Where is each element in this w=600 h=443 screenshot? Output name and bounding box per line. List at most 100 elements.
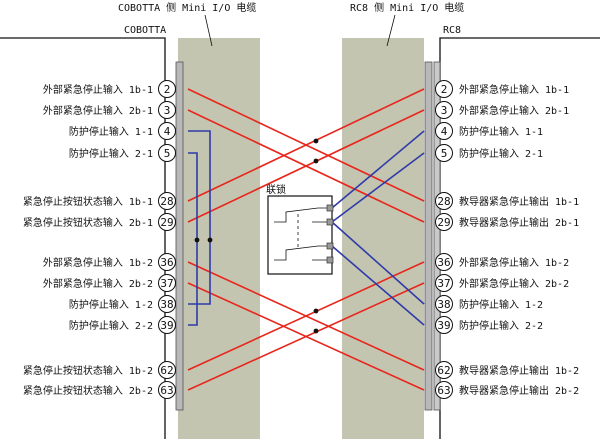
left-pin-number: 5 (164, 147, 171, 160)
right-pin-label: 外部紧急停止输入 1b-1 (459, 83, 569, 96)
left-pin-label: 紧急停止按钮状态输入 2b-2 (23, 384, 153, 397)
blue-wire-right-39 (331, 245, 425, 326)
junction-dot (313, 308, 319, 314)
left-pin-63 (158, 381, 176, 399)
cobotta-device-label: COBOTTA (124, 25, 166, 36)
rc8-cable-band (342, 38, 424, 439)
right-pin-label: 教导器紧急停止输出 2b-1 (459, 216, 579, 229)
right-pin-number: 29 (437, 216, 450, 229)
left-pin-label: 外部紧急停止输入 1b-1 (43, 83, 153, 96)
right-pin-label: 防护停止输入 1-2 (459, 298, 543, 311)
interlock-terminal (326, 204, 334, 212)
rc8-device-label: RC8 (443, 25, 461, 36)
right-pin-label: 外部紧急停止输入 1b-2 (459, 256, 569, 269)
left-pin-number: 28 (160, 195, 173, 208)
right-pin-number: 39 (437, 319, 450, 332)
left-pin-number: 3 (164, 104, 171, 117)
interlock-terminal (326, 256, 334, 264)
red-wire-29-3 (187, 109, 425, 223)
interlock-terminal (326, 242, 334, 250)
blue-wire-right-5 (331, 152, 425, 223)
right-pin-number: 36 (437, 256, 450, 269)
left-pin-number: 38 (160, 298, 173, 311)
right-pin-number: 63 (437, 384, 450, 397)
left-pin-5 (158, 144, 176, 162)
left-pin-38 (158, 295, 176, 313)
wires (187, 88, 425, 391)
right-pin-62 (435, 361, 453, 379)
left-pin-label: 防护停止输入 1-2 (69, 298, 153, 311)
cobotta-cable-leader (204, 14, 213, 47)
cobotta-device-box (0, 37, 166, 439)
right-pin-label: 教导器紧急停止输出 1b-2 (459, 364, 579, 377)
left-pin-label: 外部紧急停止输入 2b-1 (43, 104, 153, 117)
junction-dot (313, 328, 319, 334)
rc8-cable-title: RC8 侧 Mini I/O 电缆 (350, 1, 464, 14)
rc8-device-box (439, 37, 600, 439)
right-pin-label: 教导器紧急停止输出 1b-1 (459, 195, 579, 208)
rc8-connector-bar (424, 61, 433, 411)
junction-dot (313, 138, 319, 144)
left-pin-number: 63 (160, 384, 173, 397)
left-pin-number: 29 (160, 216, 173, 229)
left-pin-39 (158, 316, 176, 334)
right-pin-number: 3 (441, 104, 448, 117)
right-pin-number: 4 (441, 125, 448, 138)
right-pin-3 (435, 101, 453, 119)
left-pin-62 (158, 361, 176, 379)
right-pin-number: 62 (437, 364, 450, 377)
cobotta-cable-title: COBOTTA 侧 Mini I/O 电缆 (118, 1, 256, 14)
right-pin-36 (435, 253, 453, 271)
right-pin-28 (435, 192, 453, 210)
left-pin-label: 紧急停止按钮状态输入 1b-2 (23, 364, 153, 377)
right-pin-5 (435, 144, 453, 162)
right-pin-label: 防护停止输入 2-1 (459, 147, 543, 160)
right-pin-2 (435, 80, 453, 98)
left-pin-number: 37 (160, 277, 173, 290)
rc8-cable-leader (386, 14, 396, 47)
junction-dot (313, 158, 319, 164)
blue-wire-right-38 (331, 221, 425, 305)
left-pin-36 (158, 253, 176, 271)
rc8-connector-edge (433, 61, 441, 411)
left-pin-label: 外部紧急停止输入 2b-2 (43, 277, 153, 290)
right-pin-number: 2 (441, 83, 448, 96)
right-pin-number: 28 (437, 195, 450, 208)
left-pin-label: 防护停止输入 2-1 (69, 147, 153, 160)
left-pin-28 (158, 192, 176, 210)
left-pin-label: 紧急停止按钮状态输入 2b-1 (23, 216, 153, 229)
cobotta-connector-bar (175, 61, 184, 411)
right-pin-39 (435, 316, 453, 334)
cobotta-cable-band (178, 38, 260, 439)
left-pin-3 (158, 101, 176, 119)
left-pin-label: 防护停止输入 2-2 (69, 319, 153, 332)
blue-loop-left-outer (188, 130, 211, 305)
right-pin-37 (435, 274, 453, 292)
right-pin-number: 5 (441, 147, 448, 160)
left-pin-label: 防护停止输入 1-1 (69, 125, 153, 138)
left-pin-number: 36 (160, 256, 173, 269)
right-pin-4 (435, 122, 453, 140)
right-pin-63 (435, 381, 453, 399)
left-pin-37 (158, 274, 176, 292)
right-pin-number: 37 (437, 277, 450, 290)
blue-wire-right-4 (331, 130, 425, 209)
left-pin-number: 62 (160, 364, 173, 377)
junction-dot (207, 237, 213, 243)
pin-labels: 外部紧急停止输入 1b-1 外部紧急停止输入 2b-1 防护停止输入 1-1 防护停止… (23, 83, 579, 397)
interlock-label: 联锁 (266, 183, 286, 196)
right-pin-label: 防护停止输入 1-1 (459, 125, 543, 138)
left-pin-2 (158, 80, 176, 98)
red-wire-63-37 (187, 282, 425, 391)
interlock-terminal (326, 218, 334, 226)
left-pin-label: 外部紧急停止输入 1b-2 (43, 256, 153, 269)
left-pin-number: 4 (164, 125, 171, 138)
right-pin-label: 外部紧急停止输入 2b-1 (459, 104, 569, 117)
left-pin-number: 39 (160, 319, 173, 332)
right-pin-number: 38 (437, 298, 450, 311)
right-pin-38 (435, 295, 453, 313)
left-pin-4 (158, 122, 176, 140)
